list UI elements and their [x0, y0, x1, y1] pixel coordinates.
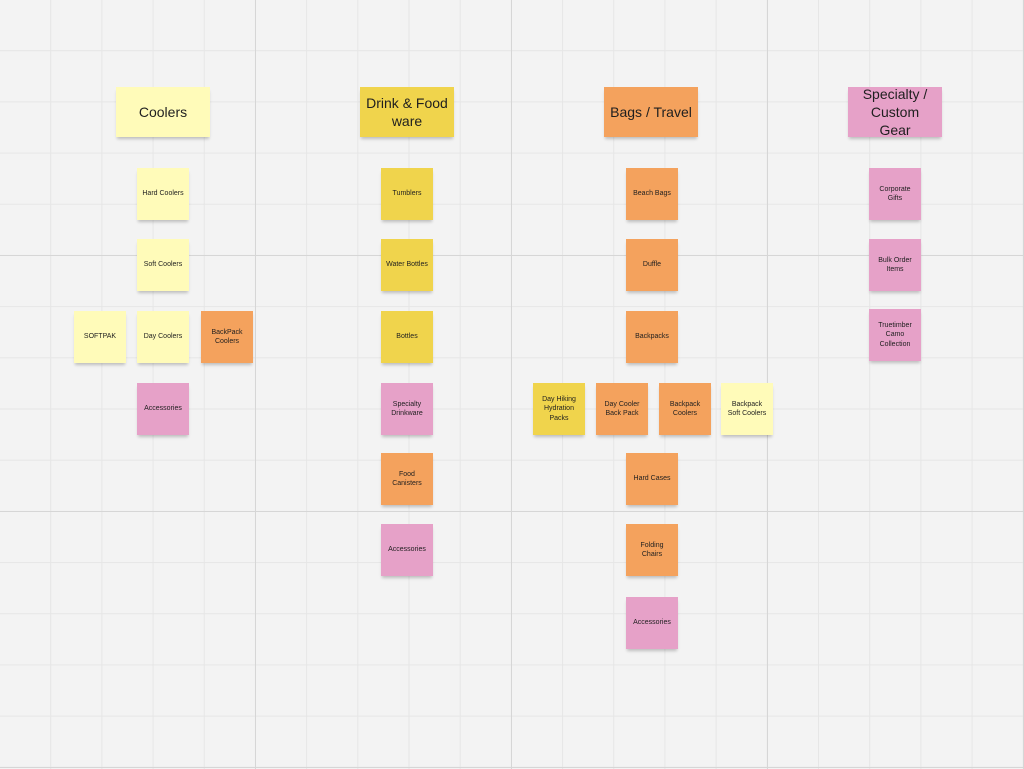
note-label: BackPack Coolers	[211, 328, 243, 345]
header-bags-travel-label: Bags / Travel	[610, 103, 692, 120]
note-backpack-soft-coolers[interactable]: Backpack Soft Coolers	[721, 383, 773, 435]
note-corporate-gifts[interactable]: Corporate Gifts	[869, 168, 921, 220]
note-folding-chairs[interactable]: Folding Chairs	[626, 524, 678, 576]
note-bags-accessories[interactable]: Accessories	[626, 597, 678, 649]
note-label: Bulk Order Items	[878, 256, 912, 273]
note-label: Bottles	[396, 333, 418, 341]
header-coolers[interactable]: Coolers	[116, 87, 210, 137]
note-label: Accessories	[633, 619, 671, 627]
note-label: Truetimber Camo Collection	[878, 322, 912, 348]
note-beach-bags[interactable]: Beach Bags	[626, 168, 678, 220]
note-softpak[interactable]: SOFTPAK	[74, 311, 126, 363]
note-label: Soft Coolers	[143, 261, 183, 269]
header-coolers-label: Coolers	[138, 103, 188, 120]
note-label: Beach Bags	[633, 190, 671, 198]
note-drinkware-accessories[interactable]: Accessories	[381, 524, 433, 576]
note-label: Day Hiking Hydration Packs	[542, 396, 576, 422]
header-bags-travel[interactable]: Bags / Travel	[604, 87, 698, 137]
note-backpacks[interactable]: Backpacks	[626, 311, 678, 363]
note-day-coolers[interactable]: Day Coolers	[137, 311, 189, 363]
note-label: SOFTPAK	[83, 333, 117, 341]
note-label: Backpacks	[635, 333, 669, 341]
note-label: Water Bottles	[386, 261, 428, 269]
note-day-hiking-hydration-packs[interactable]: Day Hiking Hydration Packs	[533, 383, 585, 435]
header-specialty-custom-gear[interactable]: Specialty / Custom Gear	[848, 85, 942, 139]
note-label: Day Coolers	[143, 333, 183, 341]
note-coolers-accessories[interactable]: Accessories	[137, 383, 189, 435]
note-label: Specialty Drinkware	[391, 400, 423, 417]
header-specialty-label: Specialty / Custom Gear	[862, 85, 928, 139]
note-specialty-drinkware[interactable]: Specialty Drinkware	[381, 383, 433, 435]
note-water-bottles[interactable]: Water Bottles	[381, 239, 433, 291]
note-label: Backpack Soft Coolers	[727, 400, 767, 417]
note-label: Day Cooler Back Pack	[604, 400, 640, 417]
note-tumblers[interactable]: Tumblers	[381, 168, 433, 220]
note-bottles[interactable]: Bottles	[381, 311, 433, 363]
note-food-canisters[interactable]: Food Canisters	[381, 453, 433, 505]
note-label: Hard Coolers	[142, 190, 184, 198]
note-hard-cases[interactable]: Hard Cases	[626, 453, 678, 505]
note-duffle[interactable]: Duffle	[626, 239, 678, 291]
note-label: Folding Chairs	[640, 541, 664, 558]
note-label: Accessories	[388, 546, 426, 554]
note-bulk-order-items[interactable]: Bulk Order Items	[869, 239, 921, 291]
note-label: Duffle	[642, 261, 662, 269]
note-label: Accessories	[144, 405, 182, 413]
note-bags-backpack-coolers[interactable]: Backpack Coolers	[659, 383, 711, 435]
note-day-cooler-back-pack[interactable]: Day Cooler Back Pack	[596, 383, 648, 435]
header-drink-food-ware[interactable]: Drink & Food ware	[360, 87, 454, 137]
note-label: Corporate Gifts	[879, 185, 911, 202]
note-label: Hard Cases	[633, 475, 671, 483]
note-truetimber-camo-collection[interactable]: Truetimber Camo Collection	[869, 309, 921, 361]
note-label: Tumblers	[392, 190, 422, 198]
note-backpack-coolers[interactable]: BackPack Coolers	[201, 311, 253, 363]
note-hard-coolers[interactable]: Hard Coolers	[137, 168, 189, 220]
note-soft-coolers[interactable]: Soft Coolers	[137, 239, 189, 291]
header-drink-food-label: Drink & Food ware	[366, 94, 448, 129]
note-label: Backpack Coolers	[669, 400, 701, 417]
note-label: Food Canisters	[392, 470, 422, 487]
